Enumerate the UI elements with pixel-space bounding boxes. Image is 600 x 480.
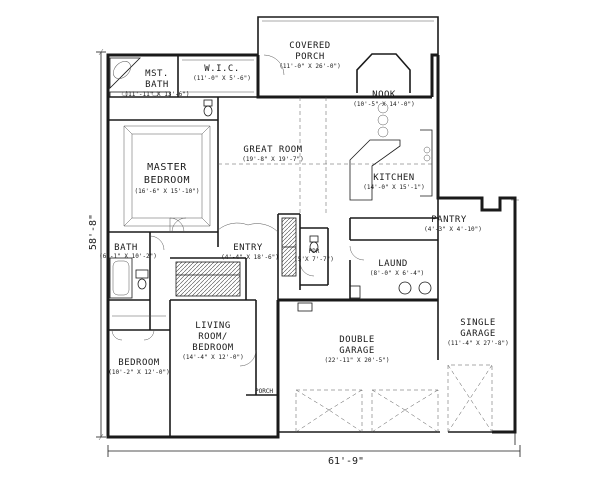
living-room-dims: (14'-4" X 12'-0") <box>182 354 243 361</box>
great-room-name: GREAT ROOM <box>243 145 302 155</box>
single-garage-dims: (11'-4" X 27'-8") <box>447 340 508 347</box>
doors <box>111 54 365 367</box>
entry-name: ENTRY <box>233 243 263 253</box>
room-label-pdr: PDR (5'X 7'-7") <box>294 248 334 263</box>
room-label-pantry: PANTRY (4'-3" X 4'-10") <box>424 215 482 233</box>
room-label-bedroom: BEDROOM (10'-2" X 12'-0") <box>108 358 169 376</box>
pantry-name: PANTRY <box>431 215 467 225</box>
fixtures <box>109 57 433 317</box>
master-bedroom-dims: (16'-6" X 15'-10") <box>134 188 199 195</box>
room-label-living-room: LIVING ROOM/ BEDROOM (14'-4" X 12'-0") <box>182 321 243 361</box>
overall-depth-dimension: 58'-8" <box>88 48 106 441</box>
covered-porch-name-1: COVERED <box>289 41 330 51</box>
double-garage-name-2: GARAGE <box>339 346 375 356</box>
room-label-master-bedroom: MASTER BEDROOM (16'-6" X 15'-10") <box>134 162 199 195</box>
bath-name: BATH <box>114 243 138 253</box>
covered-porch-name-2: PORCH <box>295 52 325 62</box>
entry-dims: (4'-4" X 18'-6") <box>221 254 279 261</box>
wic-dims: (11'-0" X 5'-6") <box>193 75 251 82</box>
nook-dims: (10'-5" X 14'-0") <box>353 101 414 108</box>
living-room-name-1: LIVING <box>195 321 231 331</box>
bedroom-name: BEDROOM <box>118 358 160 368</box>
room-label-single-garage: SINGLE GARAGE (11'-4" X 27'-8") <box>447 318 508 347</box>
kitchen-name: KITCHEN <box>373 173 414 183</box>
double-garage-dims: (22'-11" X 20'-5") <box>324 357 389 364</box>
room-label-wic: W.I.C. (11'-0" X 5'-6") <box>193 64 251 82</box>
mst-bath-name-1: MST. <box>145 69 169 79</box>
mst-bath-dims: (11'-11" X 13'-6") <box>124 91 189 98</box>
room-label-kitchen: KITCHEN (14'-0" X 15'-1") <box>363 173 424 191</box>
pdr-name: PDR <box>309 248 320 255</box>
living-room-name-2: ROOM/ <box>198 332 228 342</box>
room-label-entry: ENTRY (4'-4" X 18'-6") <box>221 243 279 261</box>
dashed-reference-lines <box>218 97 493 433</box>
room-label-bath: BATH (6'-1" X 10'-2") <box>99 243 157 260</box>
room-label-porch: PORCH <box>255 388 273 395</box>
master-bedroom-name-1: MASTER <box>147 162 187 173</box>
pantry-dims: (4'-3" X 4'-10") <box>424 226 482 233</box>
overall-depth-label: 58'-8" <box>88 214 99 250</box>
great-room-dims: (19'-8" X 19'-7") <box>242 156 303 163</box>
single-garage-name-1: SINGLE <box>460 318 496 328</box>
master-bedroom-name-2: BEDROOM <box>144 175 190 186</box>
nook-name: NOOK <box>372 90 396 100</box>
living-room-name-3: BEDROOM <box>192 343 234 353</box>
pdr-dims: (5'X 7'-7") <box>294 256 334 263</box>
bedroom-dims: (10'-2" X 12'-0") <box>108 369 169 376</box>
room-label-nook: NOOK (10'-5" X 14'-0") <box>353 90 414 108</box>
single-garage-name-2: GARAGE <box>460 329 496 339</box>
room-label-laund: LAUND (8'-0" X 6'-4") <box>370 259 424 277</box>
room-label-great-room: GREAT ROOM (19'-8" X 19'-7") <box>242 145 303 163</box>
overall-width-label: 61'-9" <box>328 456 364 467</box>
room-label-double-garage: DOUBLE GARAGE (22'-11" X 20'-5") <box>324 335 389 364</box>
wic-name: W.I.C. <box>204 64 240 74</box>
kitchen-dims: (14'-0" X 15'-1") <box>363 184 424 191</box>
laund-name: LAUND <box>378 259 408 269</box>
laund-dims: (8'-0" X 6'-4") <box>370 270 424 277</box>
room-label-mst-bath: MST. BATH (11'-11" X 13'-6") <box>124 69 189 98</box>
double-garage-name-1: DOUBLE <box>339 335 375 345</box>
porch-name: PORCH <box>255 388 273 395</box>
covered-porch-dims: (11'-0" X 26'-0") <box>279 63 340 70</box>
room-label-covered-porch: COVERED PORCH (11'-0" X 26'-0") <box>279 41 340 70</box>
mst-bath-name-2: BATH <box>145 80 169 90</box>
bath-dims: (6'-1" X 10'-2") <box>99 253 157 260</box>
